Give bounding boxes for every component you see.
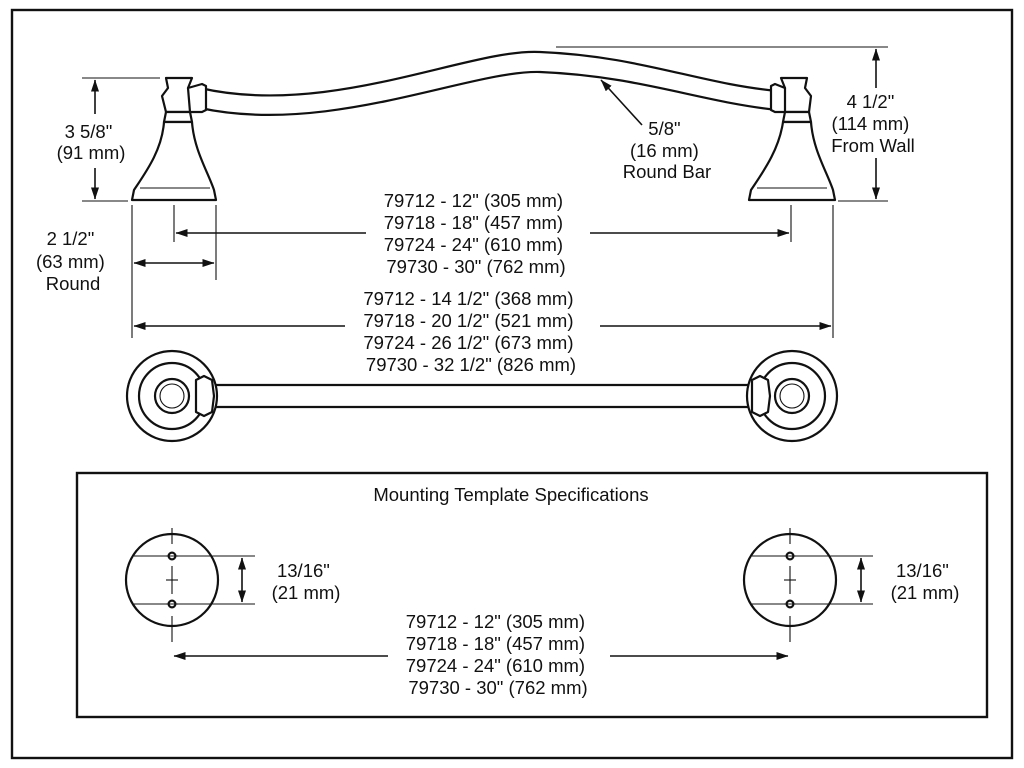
- left-template-circle: [124, 528, 255, 642]
- bar-length-list: 79712 - 12" (305 mm) 79718 - 18" (457 mm…: [384, 190, 568, 277]
- left-hole-spacing-label: 13/16" (21 mm): [272, 560, 341, 603]
- post-height-label: 3 5/8" (91 mm): [57, 121, 126, 163]
- right-post: [747, 76, 837, 202]
- side-view: 3 5/8" (91 mm) 4 1/2" (114 mm) From Wall…: [36, 46, 915, 375]
- left-rosette: [125, 349, 219, 443]
- right-template-circle: [742, 528, 873, 642]
- right-hole-spacing-label: 13/16" (21 mm): [891, 560, 960, 603]
- top-view: [125, 349, 839, 443]
- bar-diameter-label: 5/8" (16 mm) Round Bar: [623, 118, 711, 182]
- overall-length-list: 79712 - 14 1/2" (368 mm) 79718 - 20 1/2"…: [363, 288, 578, 375]
- left-post: [130, 76, 218, 202]
- template-title: Mounting Template Specifications: [373, 484, 648, 505]
- mounting-template-panel: Mounting Template Specifications 13/16" …: [75, 471, 989, 719]
- bar-side: [198, 50, 780, 116]
- bar-diameter-leader: [600, 79, 643, 126]
- center-distance-list: 79712 - 12" (305 mm) 79718 - 18" (457 mm…: [406, 611, 590, 698]
- drawing-border: [10, 8, 1014, 760]
- projection-label: 4 1/2" (114 mm) From Wall: [831, 91, 915, 156]
- right-rosette: [745, 349, 839, 443]
- bar-top: [208, 383, 758, 409]
- base-diameter-label: 2 1/2" (63 mm) Round: [36, 228, 110, 294]
